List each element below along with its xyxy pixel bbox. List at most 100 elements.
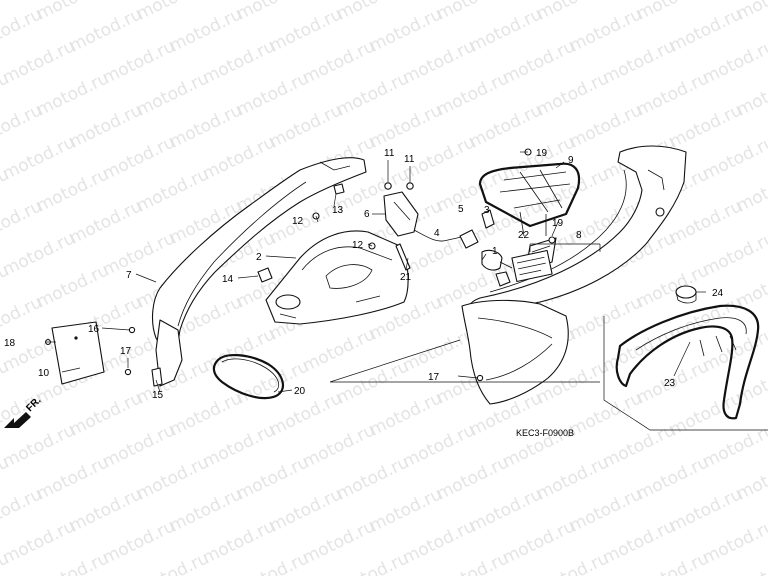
callout-11b: 11: [404, 154, 415, 165]
watermark-text: motod.ru: [533, 452, 612, 504]
watermark-text: motod.ru: [133, 452, 212, 504]
watermark-text: motod.ru: [299, 420, 378, 472]
callout-24: 24: [712, 288, 724, 299]
grab-rail-inset: [603, 304, 768, 431]
watermark-text: motod.ru: [333, 356, 412, 408]
diagram-code: KEC3-F0900B: [516, 428, 574, 438]
watermark-text: motod.ru: [599, 36, 678, 88]
watermark-text: motod.ru: [566, 4, 645, 56]
left-side-cover: [151, 157, 367, 387]
watermark-text: motod.ru: [0, 36, 78, 88]
watermark-text: motod.ru: [99, 228, 178, 280]
callout-20: 20: [294, 386, 306, 397]
watermark-text: motod.ru: [266, 100, 345, 152]
callout-23: 23: [664, 378, 676, 389]
callout-4: 4: [434, 228, 440, 239]
watermark-text: motod.ru: [99, 420, 178, 472]
watermark-text: motod.ru: [66, 100, 145, 152]
callout-13: 13: [332, 205, 344, 216]
watermark-text: motod.ru: [299, 516, 378, 568]
watermark-text: motod.ru: [333, 68, 412, 120]
watermark-text: motod.ru: [399, 516, 478, 568]
watermark-text: motod.ru: [166, 484, 245, 536]
watermark-text: motod.ru: [166, 4, 245, 56]
watermark-text: motod.ru: [0, 196, 45, 248]
callout-7: 7: [126, 270, 132, 281]
callout-10: 10: [38, 368, 50, 379]
watermark-text: motod.ru: [666, 4, 745, 56]
watermark-text: motod.ru: [666, 484, 745, 536]
watermark-text: motod.ru: [266, 388, 345, 440]
rear-carrier-small: [478, 162, 581, 237]
leader-lines: [46, 151, 706, 393]
watermark-text: motod.ru: [299, 324, 378, 376]
watermark-text: motod.ru: [0, 4, 45, 56]
callout-19a: 19: [536, 148, 548, 159]
watermark-text: motod.ru: [466, 484, 545, 536]
callout-17b: 17: [428, 372, 440, 383]
watermark-text: motod.ru: [499, 516, 578, 568]
watermark-text: motod.ru: [399, 420, 478, 472]
watermark-text: motod.ru: [0, 420, 78, 472]
watermark-text: motod.ru: [633, 260, 712, 312]
callout-22: 22: [518, 230, 530, 241]
watermark-text: motod.ru: [0, 516, 78, 568]
watermark-text: motod.ru: [433, 452, 512, 504]
watermark-text: motod.ru: [166, 100, 245, 152]
watermark-text: motod.ru: [0, 388, 45, 440]
watermark-text: motod.ru: [499, 36, 578, 88]
callout-15: 15: [152, 390, 164, 401]
watermark-text: motod.ru: [233, 452, 312, 504]
watermark-text: motod.ru: [699, 228, 768, 280]
watermark-text: motod.ru: [66, 196, 145, 248]
watermark-text: motod.ru: [266, 4, 345, 56]
watermark-text: motod.ru: [699, 132, 768, 184]
watermark-text: motod.ru: [33, 260, 112, 312]
watermark-text: motod.ru: [666, 100, 745, 152]
watermark-text: motod.ru: [33, 452, 112, 504]
watermark-text: motod.ru: [666, 196, 745, 248]
watermark-text: motod.ru: [433, 548, 512, 576]
callout-9: 9: [568, 155, 574, 166]
callout-21: 21: [400, 272, 412, 283]
watermark-text: motod.ru: [166, 388, 245, 440]
watermark-text: motod.ru: [199, 516, 278, 568]
watermark-text: motod.ru: [66, 388, 145, 440]
watermark-text: motod.ru: [233, 68, 312, 120]
watermark-text: motod.ru: [33, 548, 112, 576]
watermark-text: motod.ru: [0, 292, 45, 344]
callout-6: 6: [364, 209, 370, 220]
watermark-text: motod.ru: [699, 36, 768, 88]
watermark-text: motod.ru: [99, 516, 178, 568]
watermark-text: motod.ru: [299, 36, 378, 88]
callout-12b: 12: [352, 240, 364, 251]
watermark-text: motod.ru: [433, 68, 512, 120]
watermark-text: motod.ru: [33, 164, 112, 216]
watermark-text: motod.ru: [199, 36, 278, 88]
watermark-text: motod.ru: [566, 484, 645, 536]
callout-12a: 12: [292, 216, 304, 227]
bracket-8: [529, 243, 601, 252]
callout-8: 8: [576, 230, 582, 241]
watermark-text: motod.ru: [199, 132, 278, 184]
watermark-text: motod.ru: [366, 100, 445, 152]
watermark-text: motod.ru: [99, 132, 178, 184]
watermark-text: motod.ru: [199, 420, 278, 472]
watermark-text: motod.ru: [333, 452, 412, 504]
callout-11a: 11: [384, 148, 395, 159]
watermark-text: motod.ru: [599, 324, 678, 376]
watermark-text: motod.ru: [33, 68, 112, 120]
watermark-text: motod.ru: [666, 388, 745, 440]
watermark-text: motod.ru: [533, 548, 612, 576]
callout-2: 2: [256, 252, 262, 263]
watermark-text: motod.ru: [0, 100, 45, 152]
watermark-text: motod.ru: [233, 548, 312, 576]
watermark-text: motod.ru: [599, 516, 678, 568]
front-plate: [51, 321, 105, 385]
watermark-text: motod.ru: [533, 68, 612, 120]
watermark-text: motod.ru: [133, 548, 212, 576]
watermark-text: motod.ru: [566, 388, 645, 440]
watermark-text: motod.ru: [266, 484, 345, 536]
